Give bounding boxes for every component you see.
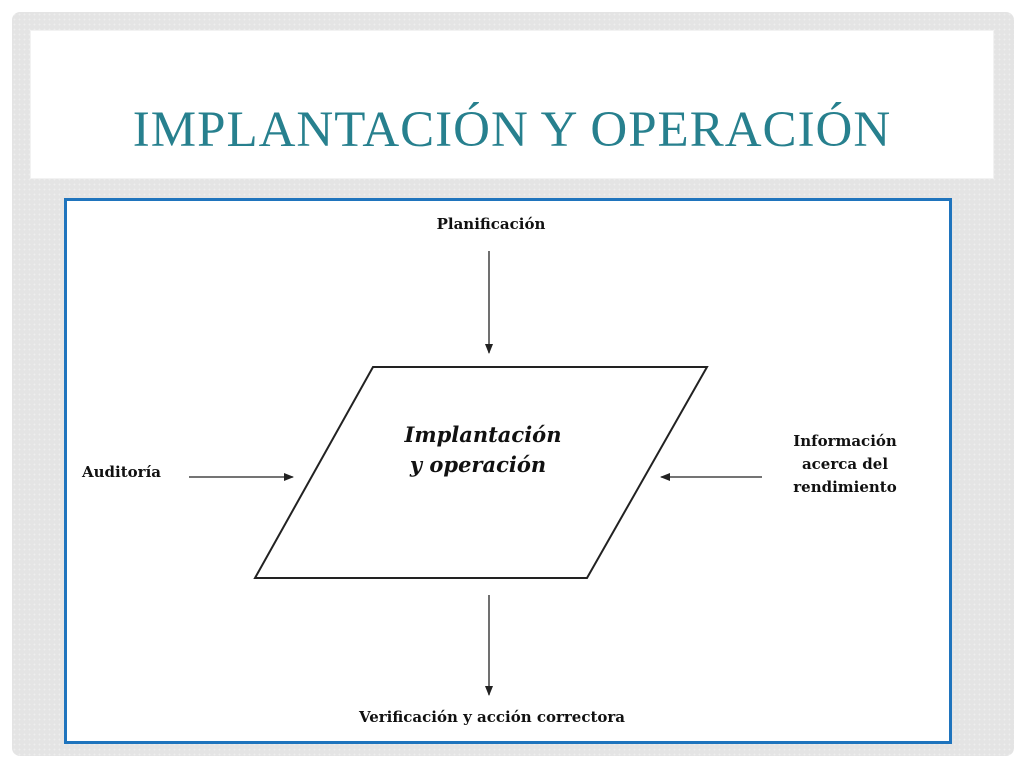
title-box: IMPLANTACIÓN Y OPERACIÓN bbox=[31, 31, 993, 178]
center-label-line2: y operación bbox=[409, 452, 546, 477]
label-verificacion: Verificación y acción correctora bbox=[358, 708, 625, 726]
diagram-figure: Implantación y operación Planificación A… bbox=[64, 198, 952, 744]
label-informacion-line3: rendimiento bbox=[793, 478, 897, 496]
label-planificacion: Planificación bbox=[437, 215, 546, 233]
center-label-line1: Implantación bbox=[404, 422, 562, 447]
label-informacion-line1: Información bbox=[793, 432, 897, 450]
label-informacion-line2: acerca del bbox=[802, 455, 888, 473]
page-title: IMPLANTACIÓN Y OPERACIÓN bbox=[132, 102, 892, 158]
diagram-canvas: Implantación y operación Planificación A… bbox=[81, 215, 897, 726]
label-auditoria: Auditoría bbox=[81, 463, 161, 481]
process-parallelogram bbox=[253, 366, 709, 579]
